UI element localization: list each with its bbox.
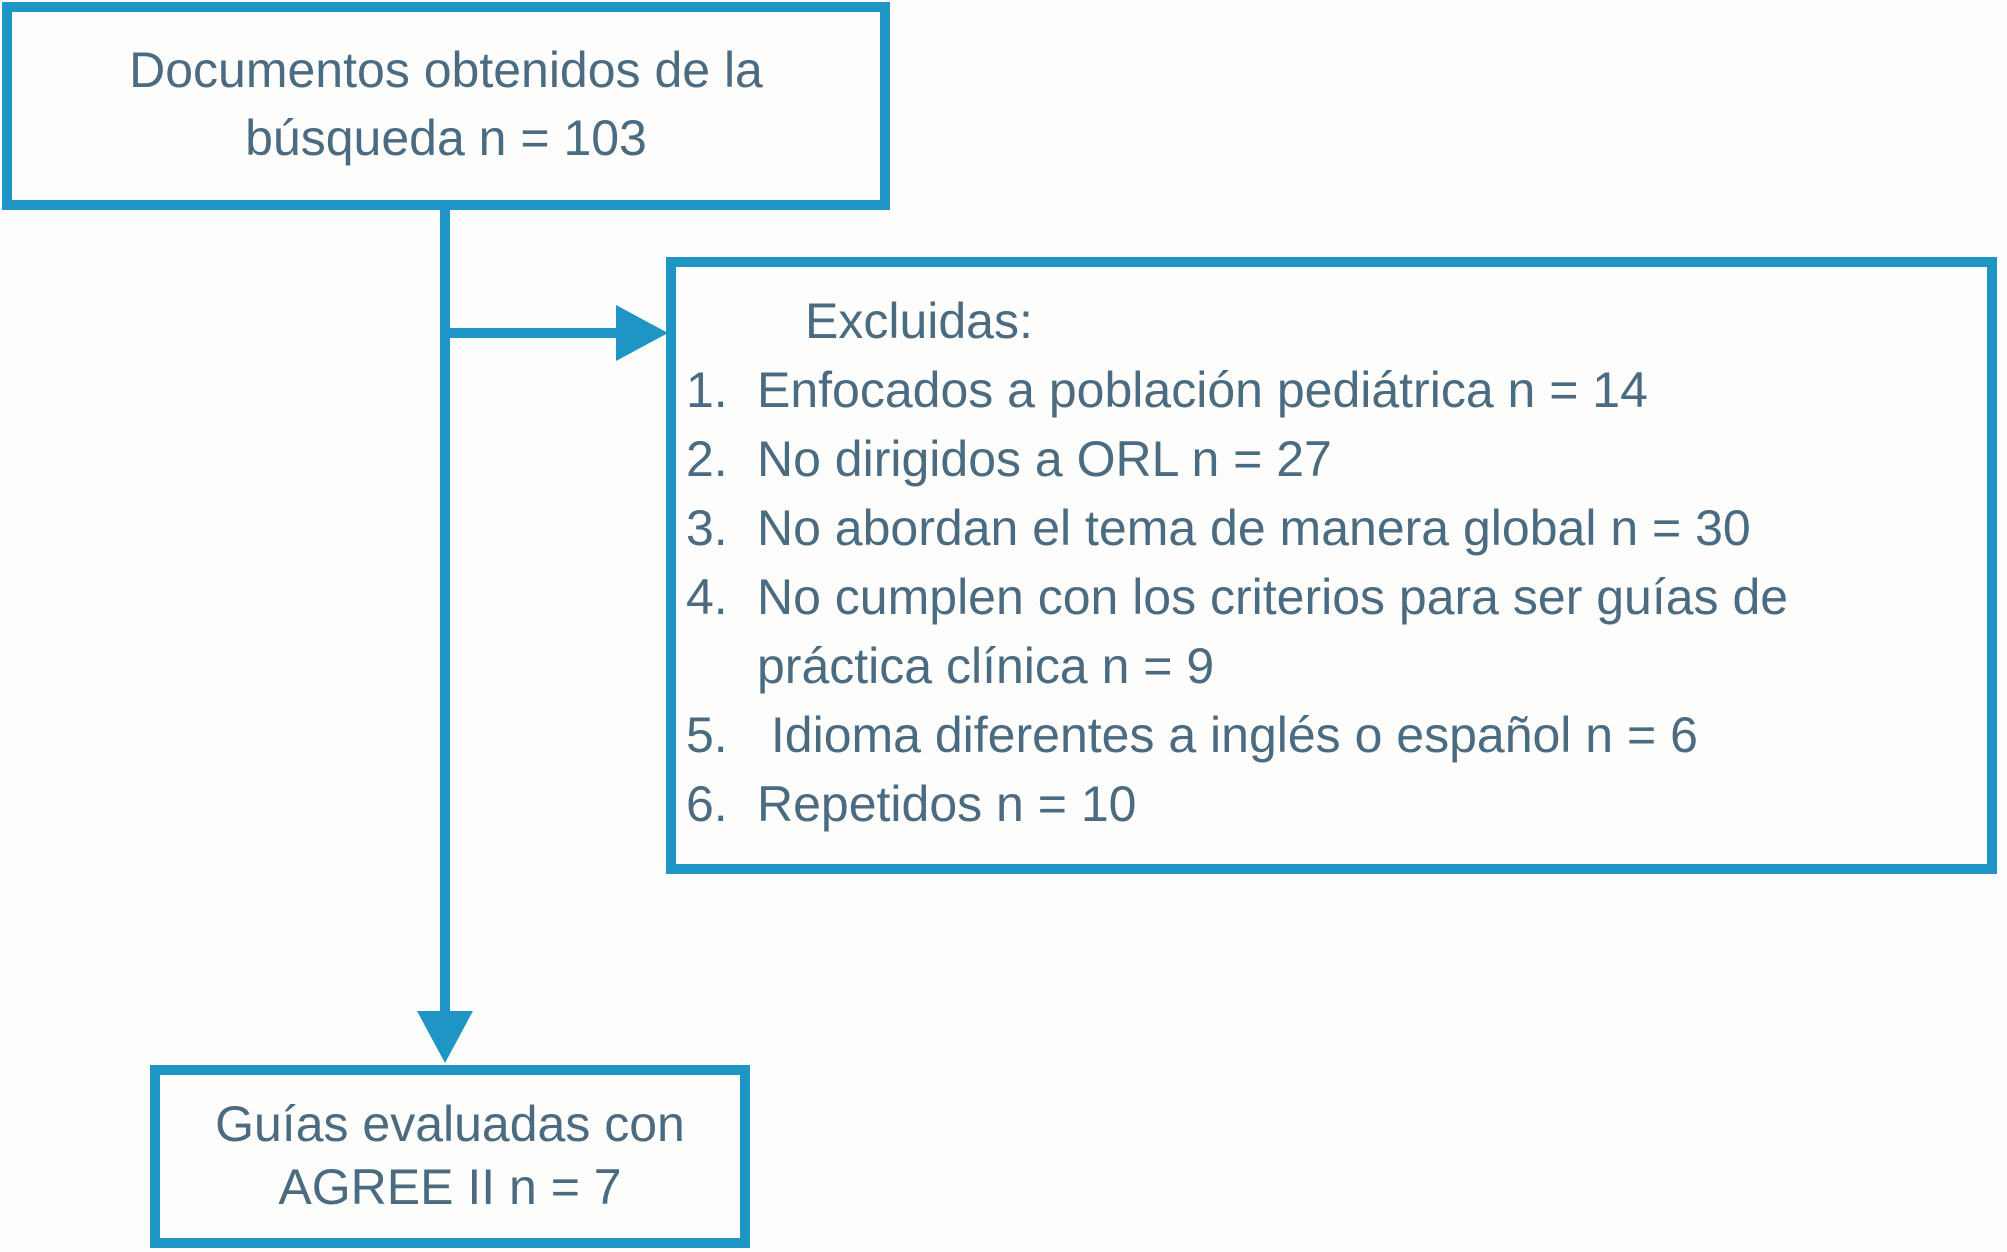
excluded-item-text: No abordan el tema de manera global n = … xyxy=(757,500,1751,556)
excluded-item-3: 3. No abordan el tema de manera global n… xyxy=(686,494,1972,563)
excluded-item-number: 5. xyxy=(686,707,728,763)
result-box: Guías evaluadas con AGREE II n = 7 xyxy=(150,1065,750,1248)
excluded-box: Excluidas: 1. Enfocados a población pedi… xyxy=(666,257,1997,874)
excluded-item-5: 5. Idioma diferentes a inglés o español … xyxy=(686,701,1972,770)
excluded-list: 1. Enfocados a población pediátrica n = … xyxy=(686,356,1972,839)
source-documents-box: Documentos obtenidos de la búsqueda n = … xyxy=(2,2,890,210)
excluded-item-1: 1. Enfocados a población pediátrica n = … xyxy=(686,356,1972,425)
excluded-item-number: 2. xyxy=(686,431,728,487)
excluded-item-text: Repetidos n = 10 xyxy=(757,776,1137,832)
excluded-item-text: No dirigidos a ORL n = 27 xyxy=(757,431,1332,487)
vertical-connector-line xyxy=(440,210,450,1013)
excluded-item-number: 3. xyxy=(686,500,728,556)
excluded-item-text: Idioma diferentes a inglés o español n =… xyxy=(757,707,1698,763)
excluded-heading: Excluidas: xyxy=(805,293,1033,349)
excluded-item-6: 6. Repetidos n = 10 xyxy=(686,770,1972,839)
excluded-item-2: 2. No dirigidos a ORL n = 27 xyxy=(686,425,1972,494)
arrowhead-right-icon xyxy=(616,305,668,361)
excluded-item-text: No cumplen con los criterios para ser gu… xyxy=(757,569,1802,694)
arrowhead-down-icon xyxy=(417,1011,473,1063)
horizontal-connector-line xyxy=(445,328,620,338)
excluded-item-number: 4. xyxy=(686,569,728,625)
source-documents-text: Documentos obtenidos de la búsqueda n = … xyxy=(129,42,763,166)
excluded-item-text: Enfocados a población pediátrica n = 14 xyxy=(757,362,1648,418)
result-text: Guías evaluadas con AGREE II n = 7 xyxy=(215,1096,685,1215)
excluded-item-4: 4. No cumplen con los criterios para ser… xyxy=(686,563,1972,701)
excluded-item-number: 6. xyxy=(686,776,728,832)
excluded-item-number: 1. xyxy=(686,362,728,418)
